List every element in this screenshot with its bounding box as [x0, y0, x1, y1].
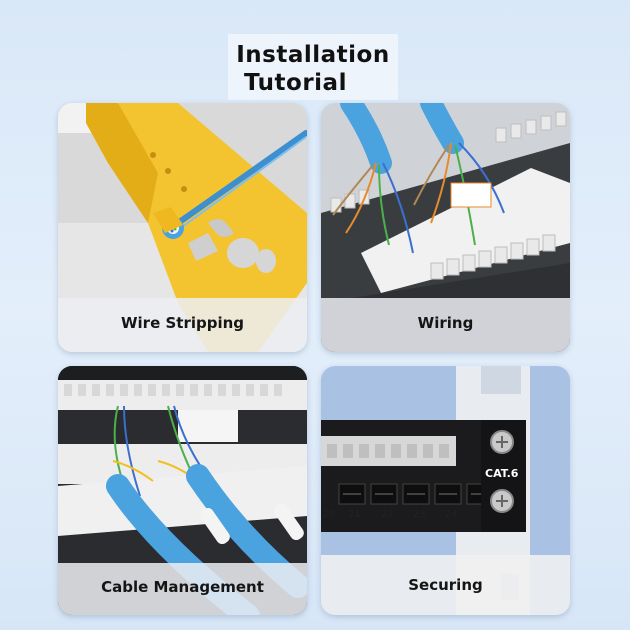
step-card-wire-stripping: Wire Stripping — [58, 103, 307, 352]
title-line-1: Installation — [236, 42, 390, 68]
label-band — [58, 298, 307, 352]
port-number: 22 — [381, 509, 394, 520]
port-number: 23 — [413, 509, 426, 520]
step-card-securing: 20 21 22 23 24 CAT.6 Securing — [321, 366, 570, 615]
cat6-badge: CAT.6 — [485, 467, 519, 480]
step-label: Wire Stripping — [120, 314, 245, 332]
wire-stripper-illustration — [58, 103, 307, 352]
step-label: Wiring — [417, 314, 474, 332]
port-number: 20 — [323, 509, 336, 520]
label-band — [321, 555, 570, 615]
step-card-cable-management: Cable Management — [58, 366, 307, 615]
title-line-2: Tutorial — [244, 70, 347, 96]
step-card-wiring: Wiring — [321, 103, 570, 352]
label-band — [58, 563, 307, 615]
page-title: Installation Tutorial — [228, 34, 398, 100]
step-label: Cable Management — [101, 578, 264, 596]
label-band — [321, 298, 570, 352]
port-number: 21 — [348, 509, 361, 520]
step-label: Securing — [408, 576, 483, 594]
port-number: 24 — [445, 509, 458, 520]
